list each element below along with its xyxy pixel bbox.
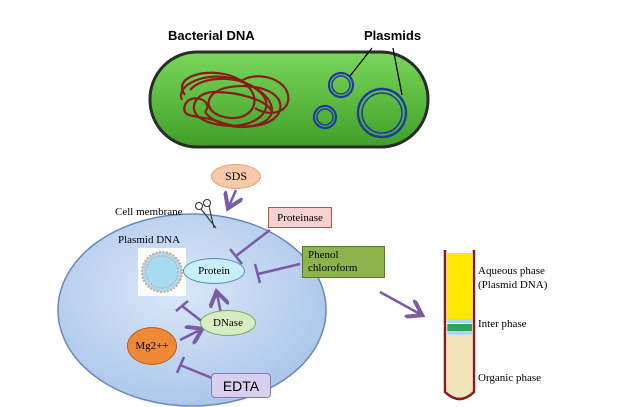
sds-arrow — [229, 189, 236, 206]
edta-box: EDTA — [211, 373, 271, 398]
phenol-chloroform-label: Phenol chloroform — [308, 249, 358, 274]
cell-body — [57, 213, 327, 407]
edta-inhibit-line — [175, 356, 213, 380]
mg-to-dnase-arrow — [179, 330, 200, 340]
phenol-inhibit-line — [253, 262, 301, 284]
sds-bubble: SDS — [211, 164, 261, 189]
plasmid-large — [356, 87, 408, 139]
proteinase-box: Proteinase — [268, 207, 332, 228]
phenol-chloroform-box: Phenol chloroform — [302, 246, 385, 278]
plasmid-small — [327, 71, 355, 99]
plasmid-medium — [312, 104, 338, 130]
separation-tube — [443, 250, 476, 401]
inter-phase-label: Inter phase — [478, 318, 527, 330]
cell-membrane-label: Cell membrane — [115, 206, 183, 218]
bacterial-dna-label: Bacterial DNA — [168, 28, 255, 43]
proteinase-inhibit-line — [229, 229, 271, 265]
protein-bubble: Protein — [183, 258, 245, 284]
aqueous-phase-label: Aqueous phase (Plasmid DNA) — [478, 265, 548, 291]
proteinase-label: Proteinase — [277, 211, 323, 224]
edta-label: EDTA — [222, 377, 260, 394]
plasmids-pointer-1 — [349, 47, 373, 77]
protein-label: Protein — [198, 265, 230, 277]
organic-phase-label: Organic phase — [478, 372, 542, 384]
scissors-icon — [194, 198, 217, 229]
bacterial-dna-coil — [179, 71, 290, 129]
sds-label: SDS — [224, 169, 247, 183]
plasmids-pointer-2 — [392, 47, 403, 96]
mg2-label: Mg2++ — [135, 340, 169, 352]
dnase-bubble: DNase — [200, 310, 256, 336]
plasmid-dna-label: Plasmid DNA — [118, 234, 181, 246]
to-tube-arrow — [379, 290, 420, 314]
plasmids-label: Plasmids — [364, 28, 422, 43]
plasmid-dna-icon — [138, 248, 186, 296]
dnase-label: DNase — [213, 317, 243, 329]
mg2-bubble: Mg2++ — [127, 327, 177, 365]
